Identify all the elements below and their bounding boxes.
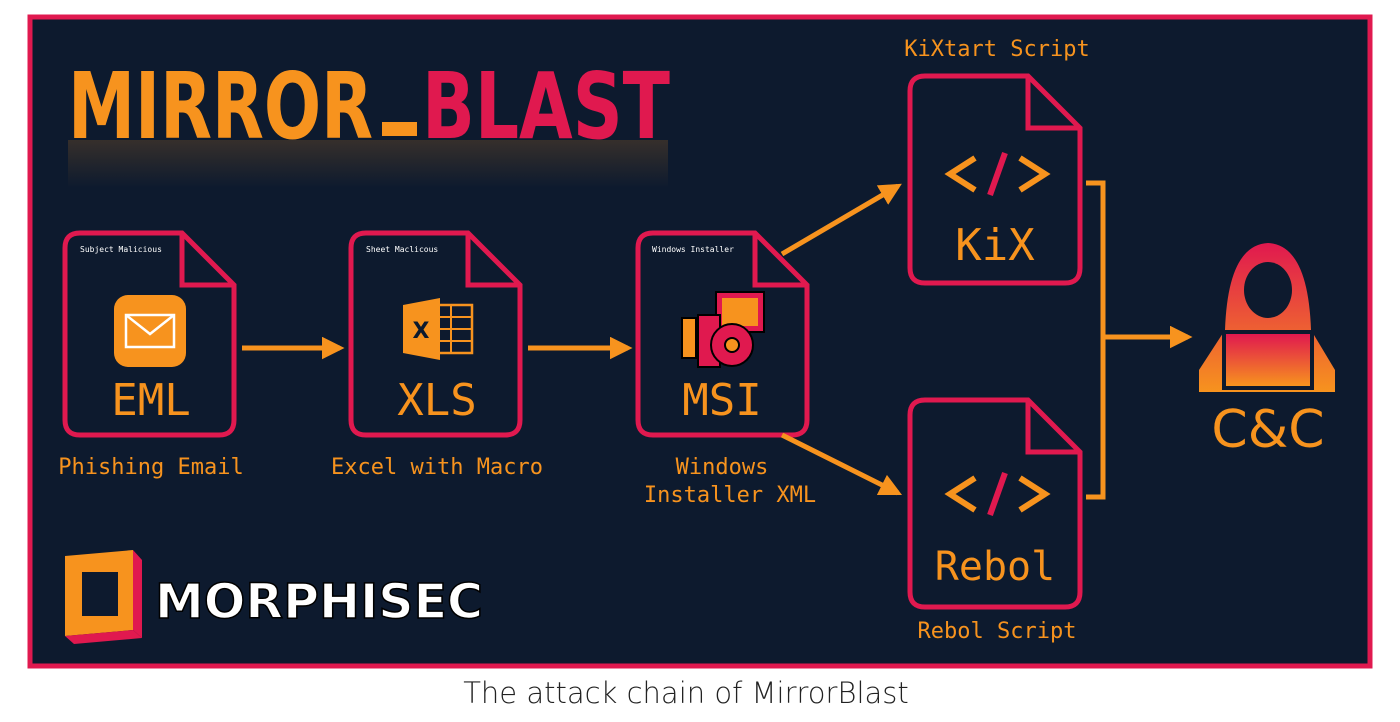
code-icon <box>944 151 1051 197</box>
diagram-title: MIRROR BLAST <box>68 53 670 188</box>
svg-text:X: X <box>413 319 430 344</box>
kix-document-fold <box>1025 76 1080 131</box>
eml-caption: Phishing Email <box>58 455 243 480</box>
arrow-msi-to-kix <box>780 183 902 257</box>
connectors <box>242 180 1193 500</box>
connector-kix-rebol-bracket <box>1086 180 1106 500</box>
envelope-icon <box>114 295 186 367</box>
msi-caption-line1: Windows <box>676 455 769 480</box>
brand: MORPHISEC <box>65 550 484 644</box>
msi-document-fold <box>752 233 807 288</box>
kix-label: KiX <box>955 220 1035 271</box>
hacker-icon <box>1199 243 1335 392</box>
msi-label: MSI <box>682 375 761 426</box>
xls-tag: Sheet Maclicous <box>366 245 438 254</box>
brand-name: MORPHISEC <box>155 574 483 630</box>
node-msi: Windows Installer MSI Windows Installer … <box>635 230 816 508</box>
eml-document-fold <box>179 233 234 288</box>
morphisec-logo-icon <box>65 550 142 644</box>
node-xls: Sheet Maclicous X XLS Excel with Macro <box>331 230 543 480</box>
figure-caption: The attack chain of MirrorBlast <box>463 676 909 710</box>
node-eml: Subject Malicious EML Phishing Email <box>58 230 244 480</box>
title-reflection <box>68 140 668 188</box>
msi-tag: Windows Installer <box>652 245 734 254</box>
eml-tag: Subject Malicious <box>80 245 162 254</box>
eml-label: EML <box>111 375 190 426</box>
xls-caption: Excel with Macro <box>331 455 543 480</box>
rebol-label: Rebol <box>935 544 1055 590</box>
xls-document-fold <box>465 233 520 288</box>
node-rebol: Rebol Rebol Script <box>907 397 1083 644</box>
xls-label: XLS <box>397 375 476 426</box>
code-icon <box>944 471 1051 517</box>
rebol-caption: Rebol Script <box>918 619 1077 644</box>
attack-chain-diagram: MIRROR BLAST Subject Malicious EML Phish… <box>27 14 1373 669</box>
rebol-document-fold <box>1025 400 1080 455</box>
msi-caption-line2: Installer XML <box>644 483 816 508</box>
node-cnc: C&C <box>1199 243 1335 460</box>
excel-icon: X <box>403 298 474 360</box>
title-separator <box>382 122 417 136</box>
node-kix: KiXtart Script KiX <box>904 37 1090 286</box>
cnc-label: C&C <box>1211 400 1324 460</box>
kix-caption: KiXtart Script <box>904 37 1089 62</box>
installer-icon <box>681 291 765 368</box>
arrow-msi-to-rebol <box>780 432 903 496</box>
